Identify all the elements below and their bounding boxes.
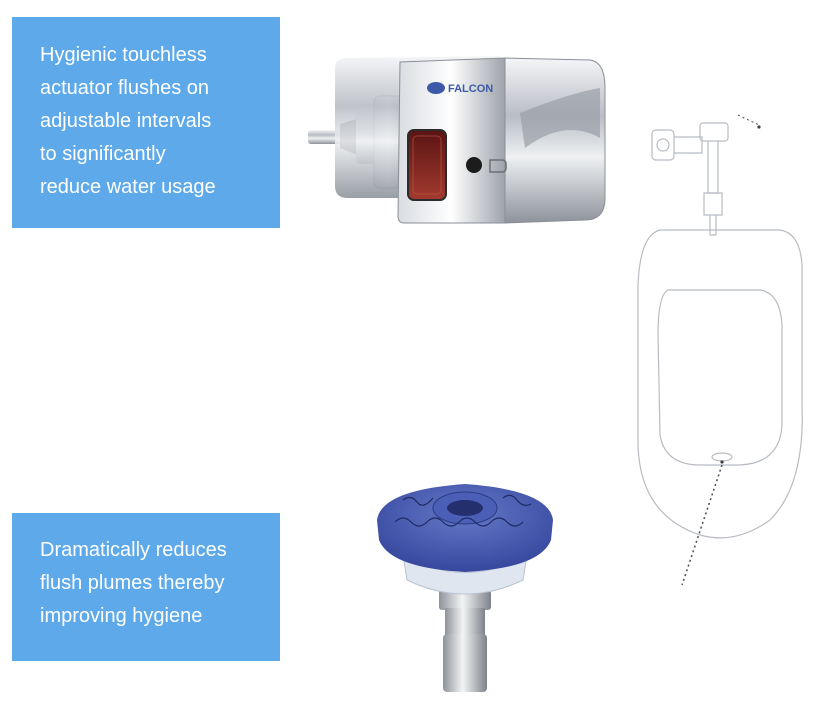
callout-line: to significantly — [40, 143, 166, 165]
brand-logo-text: FALCON — [448, 83, 493, 95]
callout-line: flush plumes thereby — [40, 572, 225, 594]
callout-water-usage: Hygienic touchless actuator flushes on a… — [12, 17, 280, 228]
urinal-illustration — [620, 105, 825, 590]
touchless-actuator-image: FALCON — [300, 48, 620, 233]
callout-line: adjustable intervals — [40, 110, 212, 132]
callout-line: actuator flushes on — [40, 77, 209, 99]
callout-line: Dramatically reduces — [40, 539, 227, 561]
callout-line: improving hygiene — [40, 605, 203, 627]
callout-line: Hygienic touchless — [40, 44, 207, 66]
callout-line: reduce water usage — [40, 176, 216, 198]
cartridge-image — [365, 470, 565, 700]
callout-flush-plumes: Dramatically reduces flush plumes thereb… — [12, 513, 280, 661]
